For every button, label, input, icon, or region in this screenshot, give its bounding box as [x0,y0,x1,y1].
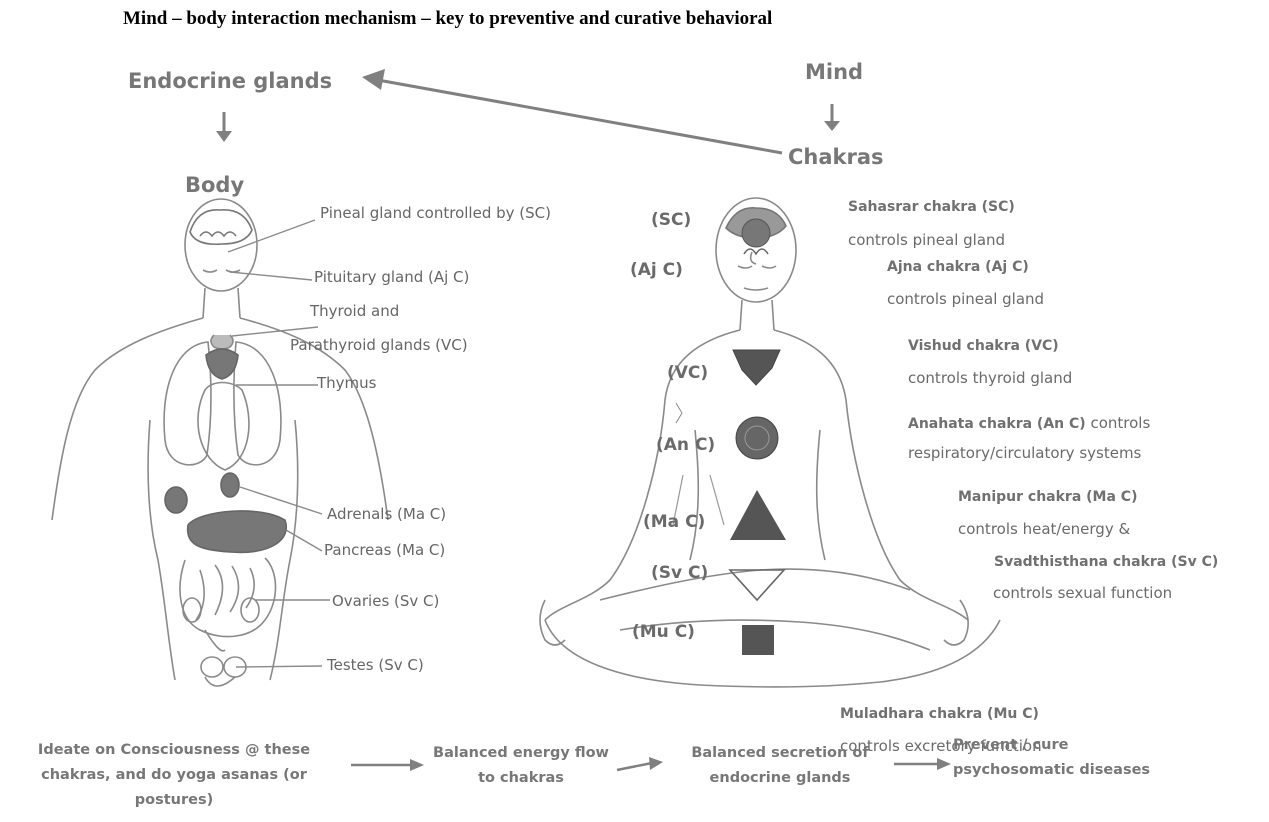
flow-step-secretion: Balanced secretion of endocrine glands [664,741,896,791]
marker-mu: (Mu C) [632,622,695,642]
ma-title: Manipur chakra (Ma C) [958,489,1137,505]
an-title-line: Anahata chakra (An C) controls [908,413,1150,432]
marker-sc: (SC) [651,210,691,230]
chakras-heading: Chakras [788,145,884,169]
marker-an: (An C) [656,435,715,455]
mu-title: Muladhara chakra (Mu C) [840,706,1039,722]
an-tail: controls [1086,414,1151,432]
label-thymus: Thymus [317,374,376,392]
label-adrenals: Adrenals (Ma C) [327,505,446,523]
arrow-chakras-to-endocrine [362,69,782,153]
mind-heading: Mind [805,60,863,84]
an-title: Anahata chakra (An C) [908,416,1086,432]
flow-step-prevent: Prevent / cure psychosomatic diseases [953,733,1183,783]
flow-step-energy: Balanced energy flow to chakras [424,741,618,791]
arrow-mind-to-chakras [824,104,840,131]
sv-title: Svadthisthana chakra (Sv C) [994,554,1218,570]
aj-title: Ajna chakra (Aj C) [887,259,1029,275]
ma-desc: controls heat/energy & [958,520,1130,538]
flow-step-ideate: Ideate on Consciousness @ these chakras,… [2,738,346,813]
label-ovaries: Ovaries (Sv C) [332,592,439,610]
label-pituitary: Pituitary gland (Aj C) [314,268,469,286]
arrow-endocrine-to-body [216,112,232,142]
an-desc: respiratory/circulatory systems [908,444,1141,462]
vc-title: Vishud chakra (VC) [908,338,1059,354]
body-heading: Body [185,173,244,197]
vc-desc: controls thyroid gland [908,369,1072,387]
page-title: Mind – body interaction mechanism – key … [123,8,772,30]
marker-sv: (Sv C) [651,563,708,583]
sc-desc: controls pineal gland [848,231,1005,249]
endocrine-heading: Endocrine glands [128,69,332,93]
sv-desc: controls sexual function [993,584,1172,602]
sc-title: Sahasrar chakra (SC) [848,199,1015,215]
label-thyroid-line1: Thyroid and [310,302,399,320]
marker-vc: (VC) [667,363,708,383]
label-thyroid-line2: Parathyroid glands (VC) [290,336,468,354]
label-pineal: Pineal gland controlled by (SC) [320,204,551,222]
marker-ma: (Ma C) [643,512,705,532]
marker-aj: (Aj C) [630,260,683,280]
aj-desc: controls pineal gland [887,290,1044,308]
label-testes: Testes (Sv C) [327,656,424,674]
label-pancreas: Pancreas (Ma C) [324,541,445,559]
